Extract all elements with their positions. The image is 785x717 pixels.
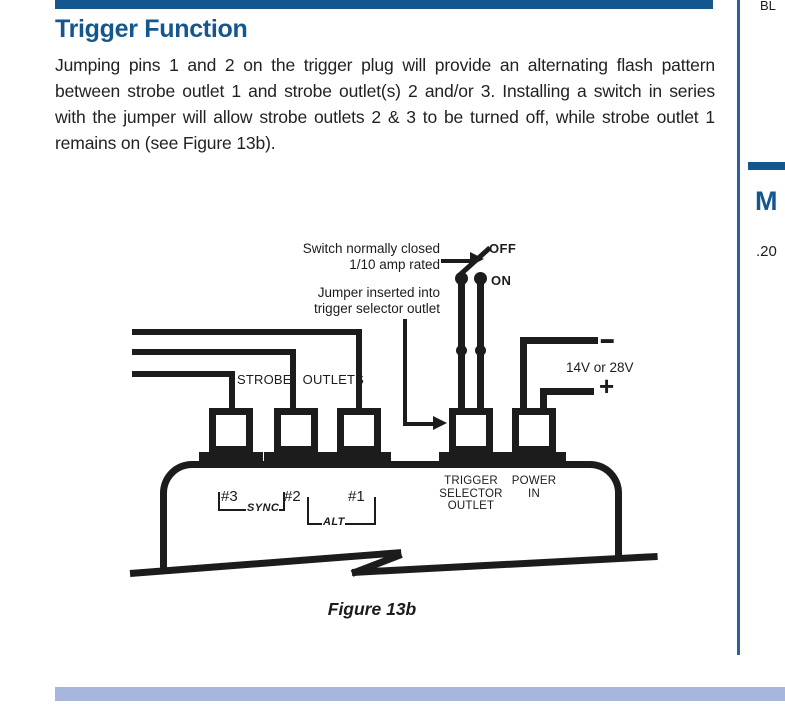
power-in-label: POWER IN: [505, 475, 563, 500]
sync-bracket-right-tick: [283, 492, 285, 511]
power-in-label-line1: POWER: [511, 475, 557, 487]
strobe-outlet-2-plug: [274, 408, 318, 453]
trigger-selector-plug: [449, 408, 493, 453]
strobe2-wire-horizontal: [132, 349, 296, 355]
jumper-pointer-vertical: [403, 319, 407, 425]
jumper-pointer-arrowhead-icon: [433, 416, 447, 430]
trigger-selector-label-line2: SELECTOR: [439, 487, 503, 500]
strobe3-wire-horizontal: [132, 371, 235, 377]
jumper-pin-right-wire: [477, 277, 484, 410]
jumper-junction-right: [475, 345, 486, 356]
strobe-outlet-3-plug: [209, 408, 253, 453]
trigger-selector-plug-base: [439, 452, 503, 463]
switch-pointer-line: [441, 259, 472, 263]
clipped-right-value: .20: [756, 243, 777, 260]
jumper-pin-left-wire: [458, 277, 465, 410]
body-paragraph: Jumping pins 1 and 2 on the trigger plug…: [55, 55, 715, 153]
alt-bracket-line-right: [345, 523, 375, 525]
top-accent-bar: [55, 0, 713, 9]
plus-wire-vertical: [540, 388, 547, 411]
section-title: Trigger Function: [55, 15, 248, 43]
strobe-outlet-1-plug: [337, 408, 381, 453]
switch-on-label: ON: [491, 273, 512, 288]
trigger-selector-label-line3: OUTLET: [447, 500, 495, 512]
strobe1-wire-horizontal: [132, 329, 362, 335]
column-divider-rule: [737, 0, 740, 655]
voltage-label: 14V or 28V: [566, 360, 634, 375]
clipped-right-heading: M: [755, 186, 778, 216]
figure-caption: Figure 13b: [327, 599, 417, 619]
switch-off-label: OFF: [489, 241, 517, 256]
sync-bracket-line-right: [279, 509, 284, 511]
strobe1-wire-vertical: [356, 329, 362, 410]
jumper-note-line1: Jumper inserted into: [317, 285, 440, 300]
sync-label: SYNC: [247, 502, 280, 514]
sync-bracket-line-left: [218, 509, 246, 511]
power-in-plug: [512, 408, 556, 453]
sync-bracket-left-tick: [218, 492, 220, 511]
switch-note-line2: 1/10 amp rated: [349, 257, 440, 272]
jumper-junction-left: [456, 345, 467, 356]
alt-bracket-left-tick: [307, 497, 309, 525]
strobe-outlets-word1: STROBE: [237, 372, 292, 387]
strobe-outlet-2-plug-base: [264, 452, 328, 463]
alt-label: ALT: [323, 516, 345, 528]
jumper-note-line2: trigger selector outlet: [313, 301, 440, 316]
strobe2-wire-vertical: [290, 349, 296, 410]
plus-terminal-sign: +: [599, 371, 615, 401]
alt-bracket-line-left: [307, 523, 322, 525]
chassis-left-edge-extension: [160, 552, 167, 573]
power-in-label-line2: IN: [528, 487, 540, 500]
strobe-outlet-3-plug-base: [199, 452, 263, 463]
strobe-outlets-word2: OUTLETS: [302, 372, 365, 387]
strobe-outlets-label: STROBE OUTLETS: [237, 372, 364, 387]
jumper-pointer-horizontal: [403, 422, 434, 426]
footer-bar: [55, 687, 785, 701]
minus-wire-vertical: [520, 337, 527, 411]
minus-wire-horizontal: [520, 337, 598, 344]
switch-note-line1: Switch normally closed: [302, 241, 440, 256]
power-in-plug-base: [502, 452, 566, 463]
strobe-outlet-1-plug-base: [327, 452, 391, 463]
trigger-selector-outlet-label: TRIGGER SELECTOR OUTLET: [433, 475, 509, 513]
switch-note: Switch normally closed 1/10 amp rated: [250, 241, 440, 273]
alt-bracket-right-tick: [374, 497, 376, 525]
clipped-right-column-text: BL: [760, 0, 776, 13]
strobe3-wire-vertical: [229, 371, 235, 410]
minus-terminal-sign: –: [600, 315, 615, 361]
outlet-2-label: #2: [284, 488, 301, 505]
outlet-1-label: #1: [348, 488, 365, 505]
plus-wire-horizontal: [540, 388, 594, 395]
trigger-selector-label-line1: TRIGGER: [444, 475, 498, 487]
jumper-note: Jumper inserted into trigger selector ou…: [250, 285, 440, 317]
right-accent-line: [748, 162, 785, 170]
outlet-3-label: #3: [221, 488, 238, 505]
